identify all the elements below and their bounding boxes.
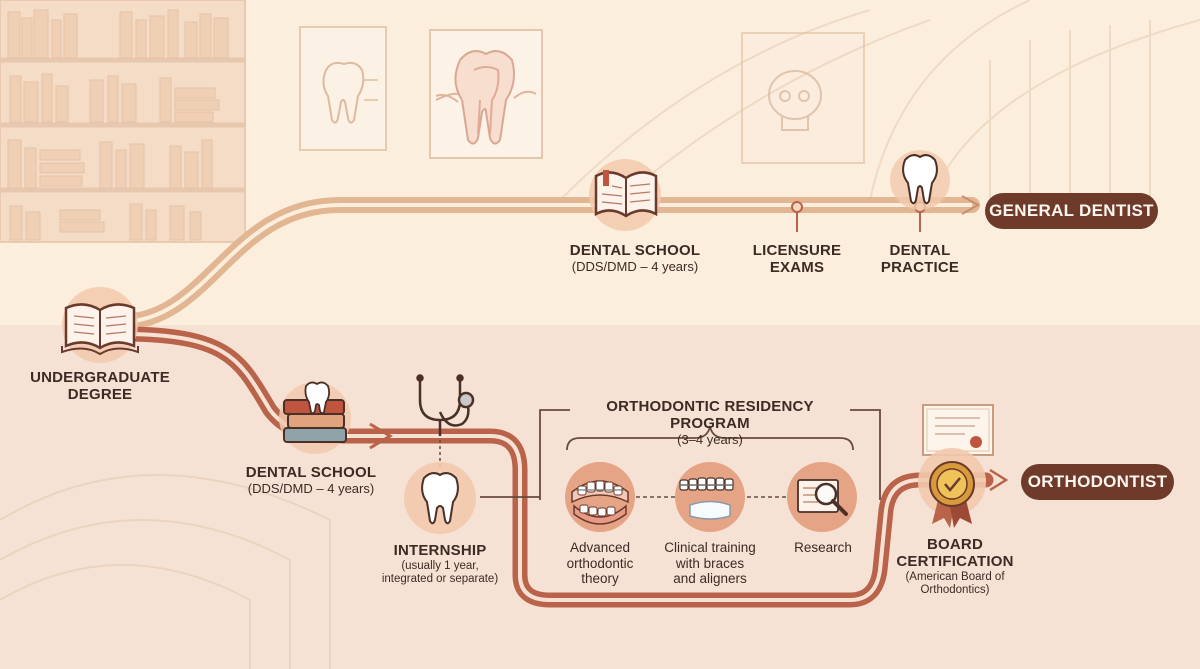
tooth-cross-section-poster: [429, 29, 543, 159]
clinical-line-1: Clinical training: [664, 540, 756, 555]
general-dentist-badge: GENERAL DENTIST: [985, 193, 1158, 229]
undergraduate-line-1: UNDERGRADUATE: [30, 369, 170, 386]
undergraduate-degree-label: UNDERGRADUATE DEGREE: [20, 369, 180, 404]
research-label: Research: [777, 540, 869, 556]
theory-line-3: theory: [581, 571, 619, 587]
open-book-icon: [61, 287, 139, 363]
internship-title: INTERNSHIP: [393, 542, 487, 559]
book-stack-icon: [279, 381, 351, 454]
internship-sub-2: integrated or separate): [381, 573, 499, 586]
theory-line-2: orthodontic: [566, 555, 634, 571]
residency-label: ORTHODONTIC RESIDENCY PROGRAM (3–4 years…: [565, 398, 855, 447]
licensure-exams-label: LICENSURE EXAMS: [742, 242, 852, 277]
practice-line-2: PRACTICE: [880, 258, 960, 276]
top-dental-school-sub: (DDS/DMD – 4 years): [571, 258, 699, 274]
theory-line-1: Advanced: [569, 540, 631, 555]
practice-line-1: DENTAL: [889, 242, 951, 259]
braces-aligners-icon: [675, 462, 745, 532]
tooth-icon-top: [890, 150, 950, 210]
tooth-icon-internship: [404, 462, 476, 534]
internship-label: INTERNSHIP (usually 1 year, integrated o…: [365, 542, 515, 587]
internship-sub-1: (usually 1 year,: [401, 559, 479, 572]
stethoscope-icon: [416, 374, 475, 436]
board-sub-2: Orthodontics): [920, 584, 990, 597]
undergraduate-line-2: DEGREE: [67, 385, 133, 403]
orthodontist-path: [112, 326, 1009, 608]
clinical-line-2: with braces: [675, 555, 745, 571]
clinical-line-3: and aligners: [673, 571, 747, 587]
bottom-dental-school-label: DENTAL SCHOOL (DDS/DMD – 4 years): [236, 464, 386, 496]
certificate-icon: [922, 404, 994, 456]
top-dental-school-label: DENTAL SCHOOL (DDS/DMD – 4 years): [560, 242, 710, 274]
theory-label: Advanced orthodontic theory: [550, 540, 650, 587]
tooth-poster-left: [299, 26, 387, 151]
board-line-1: BOARD: [927, 536, 983, 553]
research-magnifier-icon: [787, 462, 857, 532]
dental-practice-label: DENTAL PRACTICE: [870, 242, 970, 277]
research-text: Research: [794, 540, 852, 555]
board-line-2: CERTIFICATION: [896, 552, 1014, 570]
top-dental-school-title: DENTAL SCHOOL: [569, 242, 701, 259]
licensure-line-2: EXAMS: [769, 258, 825, 276]
bookshelf-illustration: [0, 0, 246, 243]
residency-title: ORTHODONTIC RESIDENCY PROGRAM: [606, 398, 814, 432]
orthodontist-badge: ORTHODONTIST: [1021, 464, 1174, 500]
general-dentist-path: [112, 195, 981, 330]
bottom-dental-school-sub: (DDS/DMD – 4 years): [247, 480, 375, 496]
board-certification-label: BOARD CERTIFICATION (American Board of O…: [890, 536, 1020, 598]
board-sub-1: (American Board of: [905, 570, 1005, 583]
dental-school-book-icon: [589, 159, 661, 231]
residency-sub: (3–4 years): [677, 431, 743, 447]
teeth-model-icon: [565, 462, 635, 532]
skull-poster: [741, 32, 865, 164]
bottom-dental-school-title: DENTAL SCHOOL: [245, 464, 377, 481]
medal-icon: [918, 448, 986, 528]
clinical-training-label: Clinical training with braces and aligne…: [650, 540, 770, 587]
residency-bracket: [480, 409, 881, 500]
licensure-line-1: LICENSURE: [752, 242, 842, 259]
